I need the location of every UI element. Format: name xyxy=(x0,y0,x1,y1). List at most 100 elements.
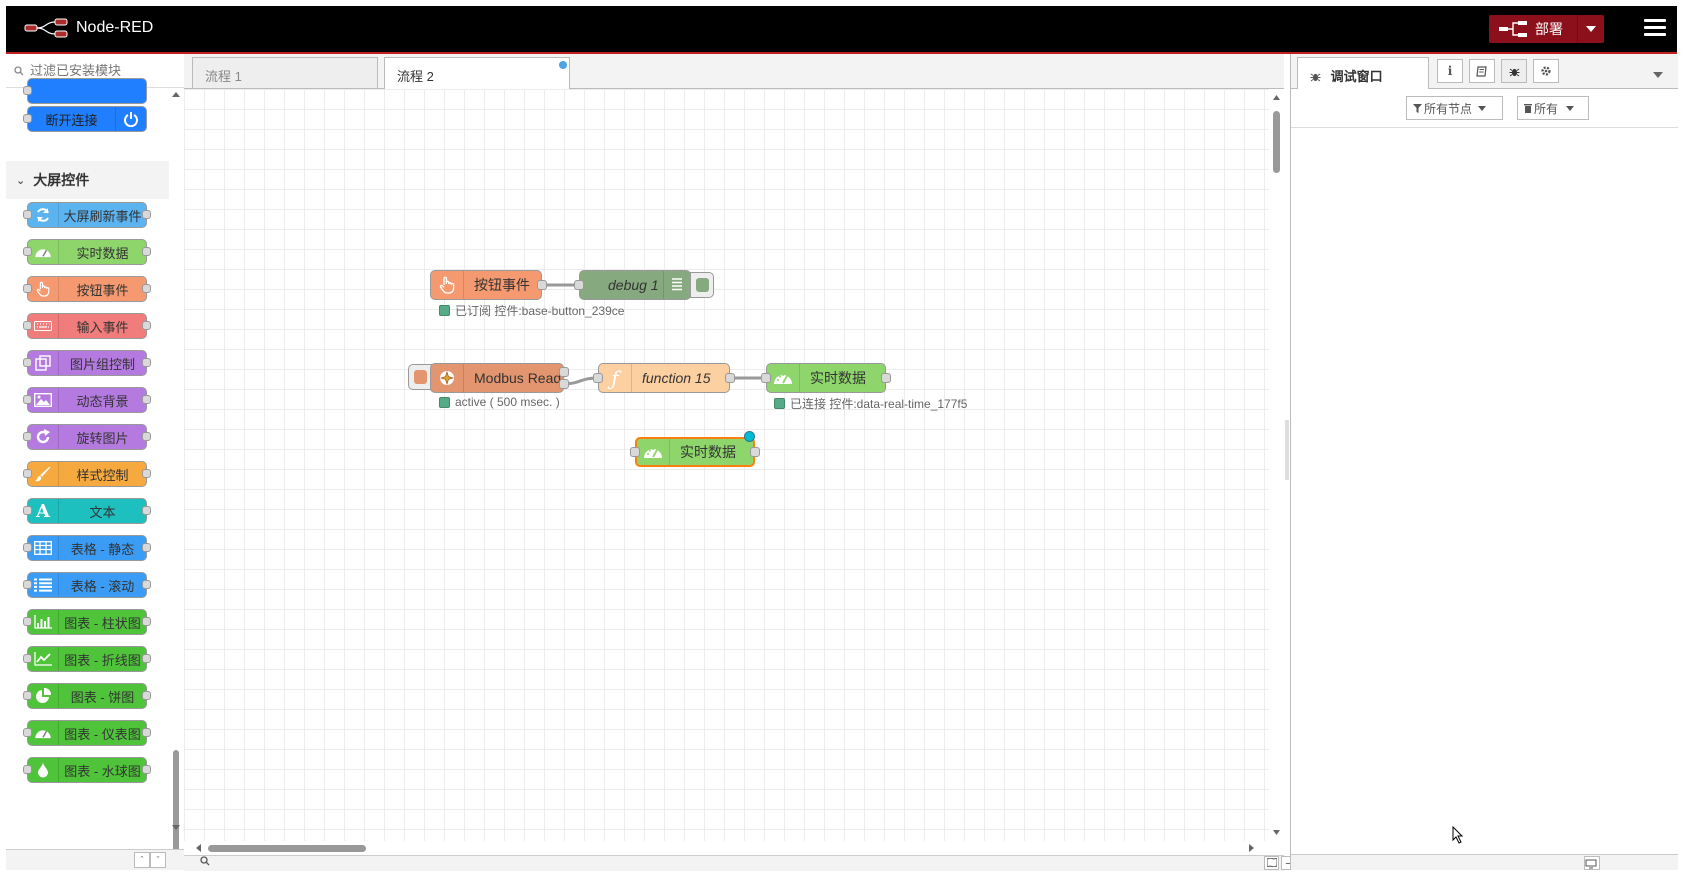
output-port[interactable] xyxy=(750,447,760,457)
input-port[interactable] xyxy=(23,395,32,404)
input-port[interactable] xyxy=(23,765,32,774)
output-port[interactable] xyxy=(537,280,547,290)
output-port[interactable] xyxy=(142,284,151,293)
input-port[interactable] xyxy=(593,373,603,383)
palette-node[interactable]: 大屏刷新事件 xyxy=(23,202,151,228)
input-port[interactable] xyxy=(23,728,32,737)
flow-node-debug[interactable]: debug 1 xyxy=(574,270,691,300)
palette-node[interactable]: 图表 - 折线图 xyxy=(23,646,151,672)
palette-node-partial[interactable] xyxy=(23,78,147,104)
tab-flow-2[interactable]: 流程 2 xyxy=(384,57,570,89)
pointer-hand-icon xyxy=(28,277,59,301)
tab-debug[interactable]: 调试窗口 xyxy=(1297,57,1429,89)
input-port[interactable] xyxy=(23,86,32,95)
sidebar-splitter[interactable] xyxy=(1285,420,1289,480)
input-port[interactable] xyxy=(23,284,32,293)
output-port[interactable] xyxy=(142,358,151,367)
flow-node-realtime-data-selected[interactable]: 实时数据 xyxy=(630,431,760,467)
deploy-options-caret[interactable] xyxy=(1577,15,1604,43)
flow-canvas[interactable]: 按钮事件 已订阅 控件:base-button_239ce debug 1 M xyxy=(184,89,1269,841)
palette-node[interactable]: 图片组控制 xyxy=(23,350,151,376)
output-port[interactable] xyxy=(142,210,151,219)
palette-scroll-thumb[interactable] xyxy=(173,750,179,862)
palette-filter-input[interactable] xyxy=(28,62,172,79)
palette-node[interactable]: 输入事件 xyxy=(23,313,151,339)
config-tab-button[interactable] xyxy=(1533,59,1559,83)
open-debug-window-button[interactable] xyxy=(1584,856,1600,870)
palette-node[interactable]: 图表 - 柱状图 xyxy=(23,609,151,635)
palette-node[interactable]: 旋转图片 xyxy=(23,424,151,450)
palette-node[interactable]: 样式控制 xyxy=(23,461,151,487)
tab-flow-1[interactable]: 流程 1 xyxy=(192,57,378,88)
input-port[interactable] xyxy=(23,543,32,552)
input-port[interactable] xyxy=(23,247,32,256)
input-port[interactable] xyxy=(23,580,32,589)
output-port[interactable] xyxy=(881,373,891,383)
palette-node[interactable]: 表格 - 静态 xyxy=(23,535,151,561)
debug-tab-button[interactable] xyxy=(1501,59,1527,83)
output-port[interactable] xyxy=(142,580,151,589)
collapse-all-icon[interactable]: ˆ xyxy=(134,852,150,868)
input-port[interactable] xyxy=(23,321,32,330)
palette-node[interactable]: 按钮事件 xyxy=(23,276,151,302)
output-port[interactable] xyxy=(142,506,151,515)
map-icon xyxy=(1266,857,1277,868)
palette-scrollbar[interactable] xyxy=(169,90,183,862)
palette-node[interactable]: 表格 - 滚动 xyxy=(23,572,151,598)
input-port[interactable] xyxy=(23,506,32,515)
canvas-vertical-scrollbar[interactable] xyxy=(1269,89,1284,841)
output-port[interactable] xyxy=(142,432,151,441)
output-port[interactable] xyxy=(142,543,151,552)
info-tab-button[interactable]: i xyxy=(1437,59,1463,83)
help-tab-button[interactable] xyxy=(1469,59,1495,83)
debug-clear-dropdown[interactable]: 所有 xyxy=(1517,96,1589,120)
output-port[interactable] xyxy=(142,321,151,330)
search-flows-button[interactable] xyxy=(197,856,212,870)
output-port[interactable] xyxy=(142,691,151,700)
input-port[interactable] xyxy=(23,432,32,441)
output-port[interactable] xyxy=(142,654,151,663)
input-port[interactable] xyxy=(23,358,32,367)
canvas-horizontal-scrollbar[interactable] xyxy=(184,841,1269,855)
output-port[interactable] xyxy=(559,379,569,389)
navigator-map-button[interactable] xyxy=(1264,856,1279,870)
input-port[interactable] xyxy=(23,210,32,219)
debug-filter-dropdown[interactable]: 所有节点 xyxy=(1406,96,1503,120)
output-port[interactable] xyxy=(142,728,151,737)
output-port[interactable] xyxy=(559,367,569,377)
output-port[interactable] xyxy=(142,617,151,626)
palette-node[interactable]: 图表 - 仪表图 xyxy=(23,720,151,746)
output-port[interactable] xyxy=(142,247,151,256)
canvas-vertical-scroll-thumb[interactable] xyxy=(1273,111,1280,173)
expand-all-icon[interactable]: ˇ xyxy=(150,852,166,868)
input-port[interactable] xyxy=(630,447,640,457)
output-port[interactable] xyxy=(142,469,151,478)
output-port[interactable] xyxy=(725,373,735,383)
palette-node[interactable]: 实时数据 xyxy=(23,239,151,265)
input-port[interactable] xyxy=(23,469,32,478)
output-port[interactable] xyxy=(142,395,151,404)
canvas-horizontal-scroll-thumb[interactable] xyxy=(208,845,366,852)
flow-node-button-event[interactable]: 按钮事件 xyxy=(430,270,547,300)
output-port[interactable] xyxy=(142,765,151,774)
input-port[interactable] xyxy=(23,617,32,626)
input-port[interactable] xyxy=(23,114,32,123)
palette-node[interactable]: 图表 - 饼图 xyxy=(23,683,151,709)
flow-node-function[interactable]: ƒ function 15 xyxy=(593,363,735,393)
deploy-button[interactable]: 部署 xyxy=(1489,15,1604,43)
palette-node[interactable]: 图表 - 水球图 xyxy=(23,757,151,783)
input-port[interactable] xyxy=(23,691,32,700)
palette-node[interactable]: 动态背景 xyxy=(23,387,151,413)
palette-category-header[interactable]: ⌄ 大屏控件 xyxy=(6,161,169,199)
flow-node-modbus-read[interactable]: Modbus Read xyxy=(430,363,569,393)
main-menu-button[interactable] xyxy=(1644,19,1666,39)
palette-node-disconnect[interactable]: 断开连接 xyxy=(23,106,147,132)
input-port[interactable] xyxy=(574,280,584,290)
input-port[interactable] xyxy=(23,654,32,663)
debug-toggle-button[interactable] xyxy=(690,272,714,298)
flow-node-realtime-data[interactable]: 实时数据 xyxy=(761,363,891,393)
inject-button[interactable] xyxy=(408,364,432,390)
input-port[interactable] xyxy=(761,373,771,383)
sidebar-tabs-menu-button[interactable] xyxy=(1653,66,1663,81)
